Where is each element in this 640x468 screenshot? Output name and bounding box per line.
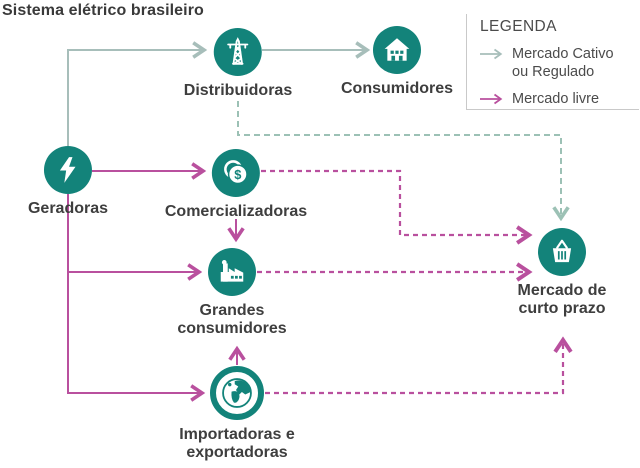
- svg-text:$: $: [234, 167, 241, 182]
- node-geradoras: Geradoras: [28, 146, 108, 218]
- node-comercializadoras: $ Comercializadoras: [165, 149, 307, 221]
- arrow-cativo-icon: [480, 48, 503, 60]
- legend-label-mercado-cativo: Mercado Cativo ou Regulado: [512, 46, 614, 80]
- legend-title: LEGENDA: [480, 18, 557, 35]
- factory-icon: [208, 248, 256, 296]
- node-label-distribuidoras: Distribuidoras: [183, 82, 293, 99]
- node-label-grandes-consumidores: Grandes consumidores: [177, 302, 287, 337]
- node-mercado-curto-prazo: Mercado de curto prazo: [509, 228, 615, 318]
- edge-comercializadoras-mercado-curto-prazo: [261, 169, 533, 245]
- globe-icon: [210, 366, 264, 420]
- lightning-icon: [43, 146, 92, 194]
- legend-item-mercado-livre: Mercado livre: [480, 90, 639, 108]
- node-importadoras: Importadoras e exportadoras: [167, 366, 307, 462]
- legend-item-mercado-cativo: Mercado Cativo ou Regulado: [480, 45, 639, 81]
- node-label-geradoras: Geradoras: [27, 200, 109, 217]
- house-icon: [372, 26, 421, 74]
- edge-importadoras-mercado-curto-prazo: [265, 336, 573, 395]
- transmission-tower-icon: [214, 28, 262, 76]
- node-label-comercializadoras: Comercializadoras: [164, 203, 308, 220]
- coins-icon: $: [212, 149, 260, 197]
- legend: LEGENDA Mercado Cativo ou Regulado Merca…: [466, 14, 639, 110]
- edge-geradoras-distribuidoras: [67, 41, 208, 146]
- arrow-livre-icon: [480, 93, 503, 105]
- node-distribuidoras: Distribuidoras: [184, 28, 292, 100]
- node-consumidores: Consumidores: [341, 26, 453, 98]
- node-label-mercado-curto-prazo: Mercado de curto prazo: [517, 282, 607, 317]
- legend-label-mercado-livre: Mercado livre: [512, 91, 600, 107]
- node-grandes-consumidores: Grandes consumidores: [176, 248, 288, 338]
- node-label-consumidores: Consumidores: [340, 80, 454, 97]
- basket-icon: [538, 228, 586, 276]
- node-label-importadoras: Importadoras e exportadoras: [179, 426, 295, 461]
- edge-geradoras-importadoras: [67, 194, 206, 402]
- edge-distribuidoras-mercado-curto-prazo: [237, 101, 570, 222]
- page-title: Sistema elétrico brasileiro: [2, 2, 204, 19]
